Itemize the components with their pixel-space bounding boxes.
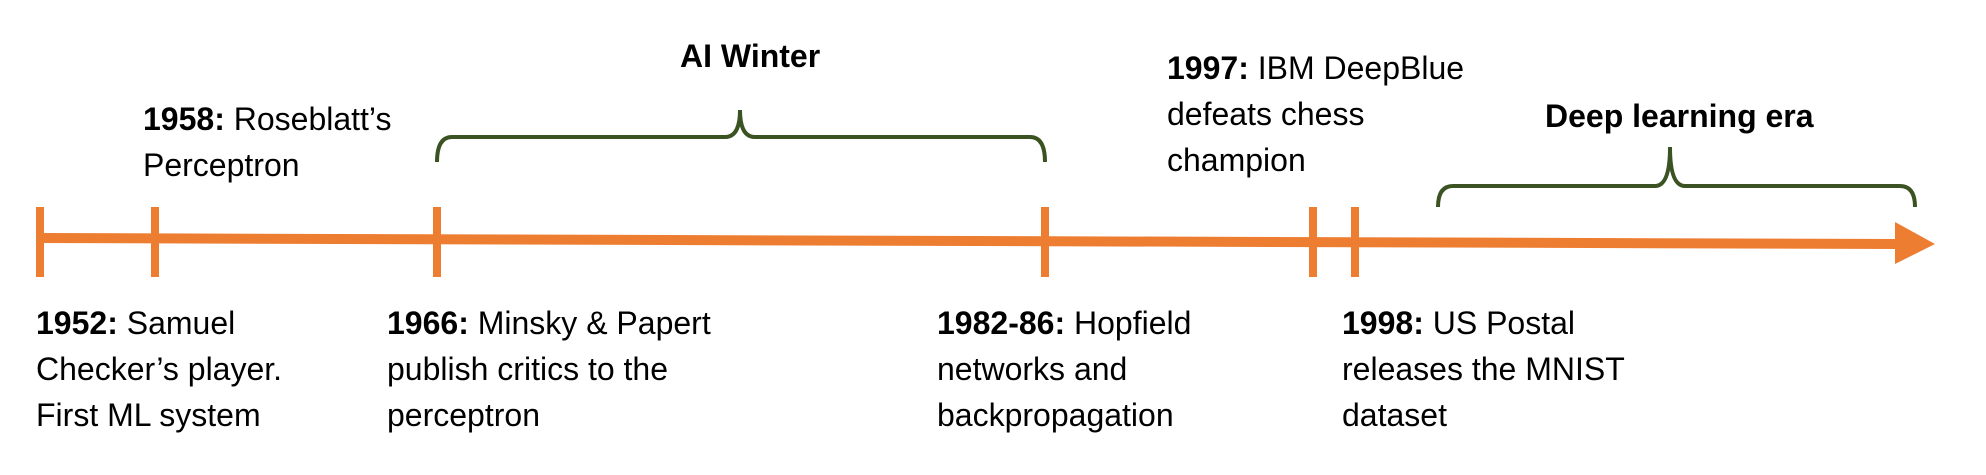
event-year: 1952: [36,305,118,341]
event-1952: 1952: Samuel Checker’s player. First ML … [36,300,282,438]
event-text: defeats chess [1167,96,1365,132]
event-text: backpropagation [937,397,1174,433]
ai-winter-bracket [435,109,1047,163]
event-1982-86: 1982-86: Hopfield networks and backpropa… [937,300,1191,438]
event-year: 1997: [1167,50,1249,86]
event-year: 1982-86: [937,305,1066,341]
deep-learning-label: Deep learning era [1545,98,1814,134]
ai-winter-label: AI Winter [680,38,821,74]
event-text: dataset [1342,397,1447,433]
event-1966: 1966: Minsky & Papert publish critics to… [387,300,711,438]
event-text: networks and [937,351,1128,387]
timeline-axis [37,233,1901,249]
event-text: releases the MNIST [1342,351,1625,387]
event-text: Checker’s player. [36,351,283,387]
event-text: publish critics to the [387,351,669,387]
event-text: champion [1167,142,1306,178]
event-1958: 1958: Roseblatt’s Perceptron [143,96,391,188]
event-1997: 1997: IBM DeepBlue defeats chess champio… [1167,45,1464,183]
event-text: perceptron [387,397,540,433]
event-text: Hopfield [1065,305,1192,341]
event-text: IBM DeepBlue [1248,50,1465,86]
event-text: Perceptron [143,147,300,183]
event-text: US Postal [1423,305,1576,341]
timeline-arrowhead [1895,222,1935,264]
event-text: First ML system [36,397,261,433]
event-year: 1966: [387,305,469,341]
event-year: 1998: [1342,305,1424,341]
event-text: Samuel [117,305,236,341]
event-year: 1958: [143,101,225,137]
deep-learning-bracket [1436,146,1917,208]
event-text: Roseblatt’s [224,101,392,137]
event-text: Minsky & Papert [468,305,711,341]
event-1998: 1998: US Postal releases the MNIST datas… [1342,300,1625,438]
